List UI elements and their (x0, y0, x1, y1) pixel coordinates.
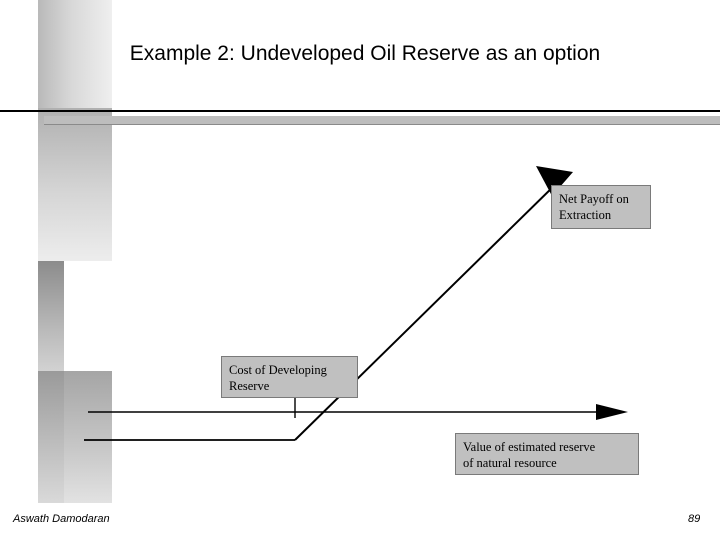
axis-right-arrowhead (596, 404, 628, 420)
callout-value-line2: of natural resource (463, 456, 557, 470)
callout-net-payoff-line2: Extraction (559, 208, 612, 222)
footer-page-number: 89 (688, 513, 701, 525)
callout-value-line1: Value of estimated reserve (463, 440, 596, 454)
callout-cost-of-developing: Cost of Developing Reserve (221, 356, 358, 398)
header-divider-thick (44, 116, 720, 125)
callout-net-payoff-line1: Net Payoff on (559, 192, 629, 206)
payoff-arrowhead (536, 166, 573, 196)
payoff-rising-segment (294, 179, 561, 441)
callout-net-payoff: Net Payoff on Extraction (551, 185, 651, 229)
header-divider-thin (0, 110, 720, 112)
callout-value-of-reserve: Value of estimated reserve of natural re… (455, 433, 639, 475)
page-title: Example 2: Undeveloped Oil Reserve as an… (129, 42, 601, 65)
footer-author: Aswath Damodaran (13, 513, 110, 525)
callout-cost-line2: Reserve (229, 379, 270, 393)
callout-cost-line1: Cost of Developing (229, 363, 327, 377)
